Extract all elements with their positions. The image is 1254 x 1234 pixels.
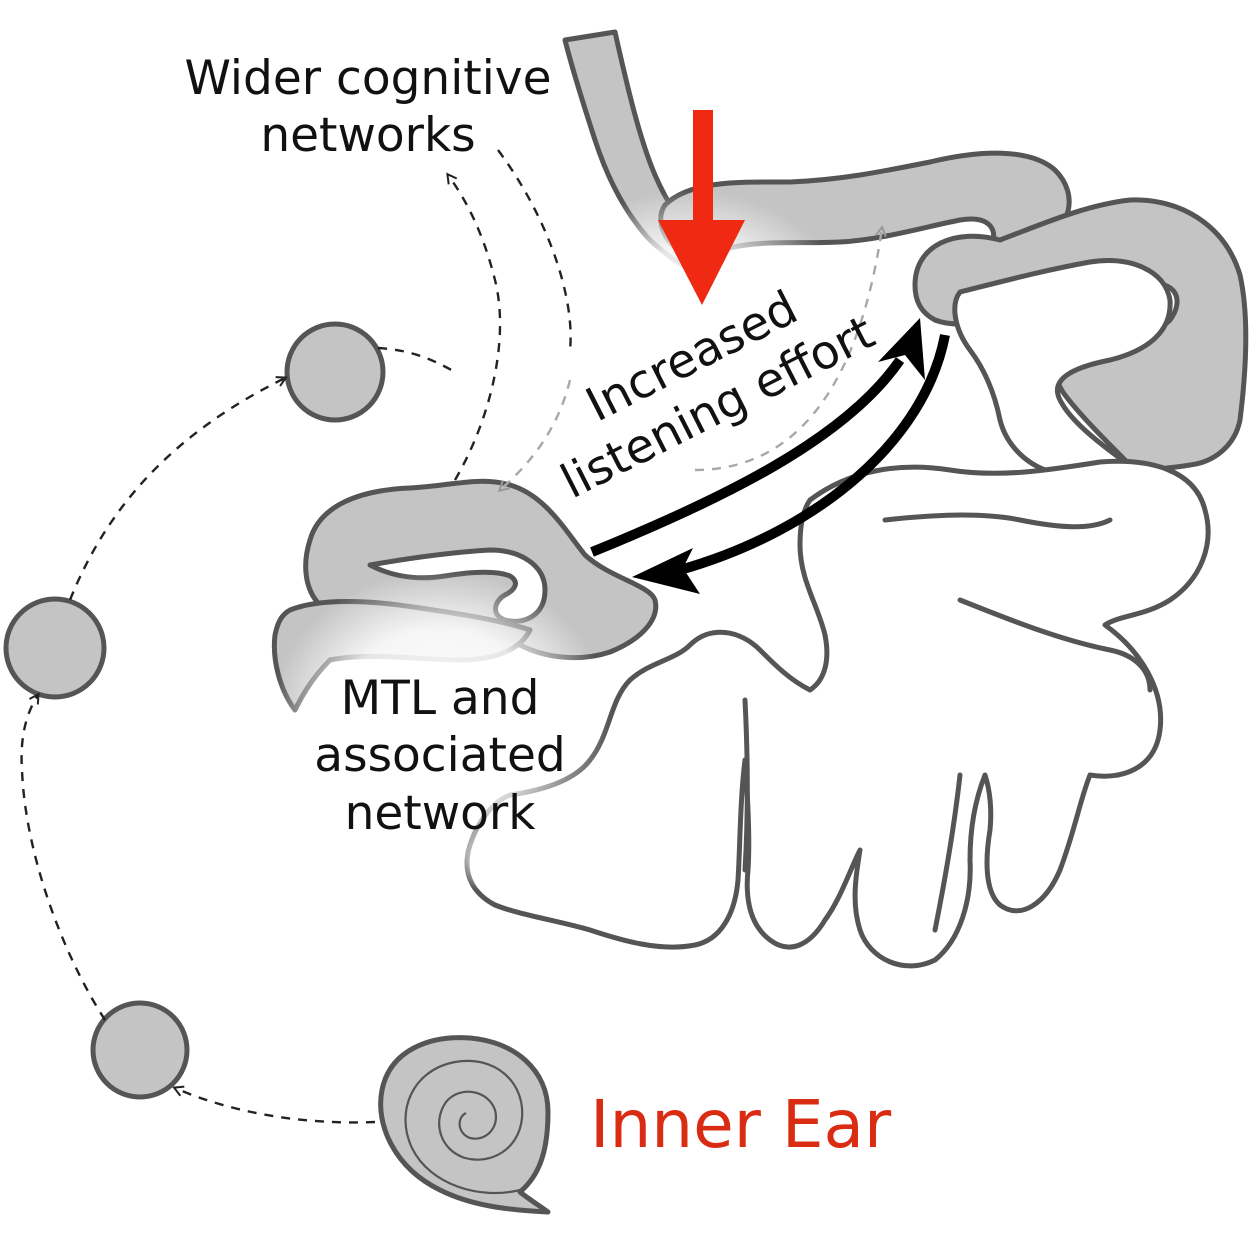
- arrowhead-down: [632, 548, 700, 594]
- node2-to-node3-arrow: [68, 378, 285, 601]
- down-arrow-icon: [658, 110, 745, 305]
- inner-ear-label: Inner Ear: [590, 1086, 892, 1163]
- node1-to-node2-arrow: [20, 695, 107, 1021]
- arrowhead-up: [878, 318, 925, 380]
- lower-glow: [450, 820, 610, 900]
- ear-to-node1-arrow: [175, 1088, 376, 1124]
- white-matter-right: [952, 258, 1173, 477]
- relay-node-2: [3, 596, 107, 700]
- effort-glow: [520, 190, 860, 490]
- cortex-to-mtl-arrow: [678, 334, 950, 575]
- sulcus-line-1: [882, 512, 1113, 530]
- dashed-pathways: [20, 149, 882, 1124]
- sulcus-line-2: [957, 597, 1153, 693]
- effort-to-cortex-arrow: [694, 228, 882, 472]
- relay-node-1: [90, 1000, 190, 1100]
- mtl-to-cortex-arrow: [590, 357, 905, 557]
- wider-to-mtl-arrow-top: [497, 149, 572, 351]
- brain-white-matter: [464, 458, 1211, 969]
- brain-cortex: [562, 29, 1249, 477]
- node3-to-mtl-arrow: [377, 346, 456, 374]
- mtl-to-wider-arrow: [448, 175, 502, 481]
- white-matter-lower: [464, 458, 1211, 969]
- bidirectional-arrows: [590, 318, 950, 594]
- relay-node-3: [284, 321, 386, 423]
- sulcus-line-4: [932, 772, 963, 933]
- cochlea-icon: [378, 1035, 551, 1215]
- sulcus-line-3: [742, 697, 750, 873]
- mtl-glow: [270, 570, 610, 870]
